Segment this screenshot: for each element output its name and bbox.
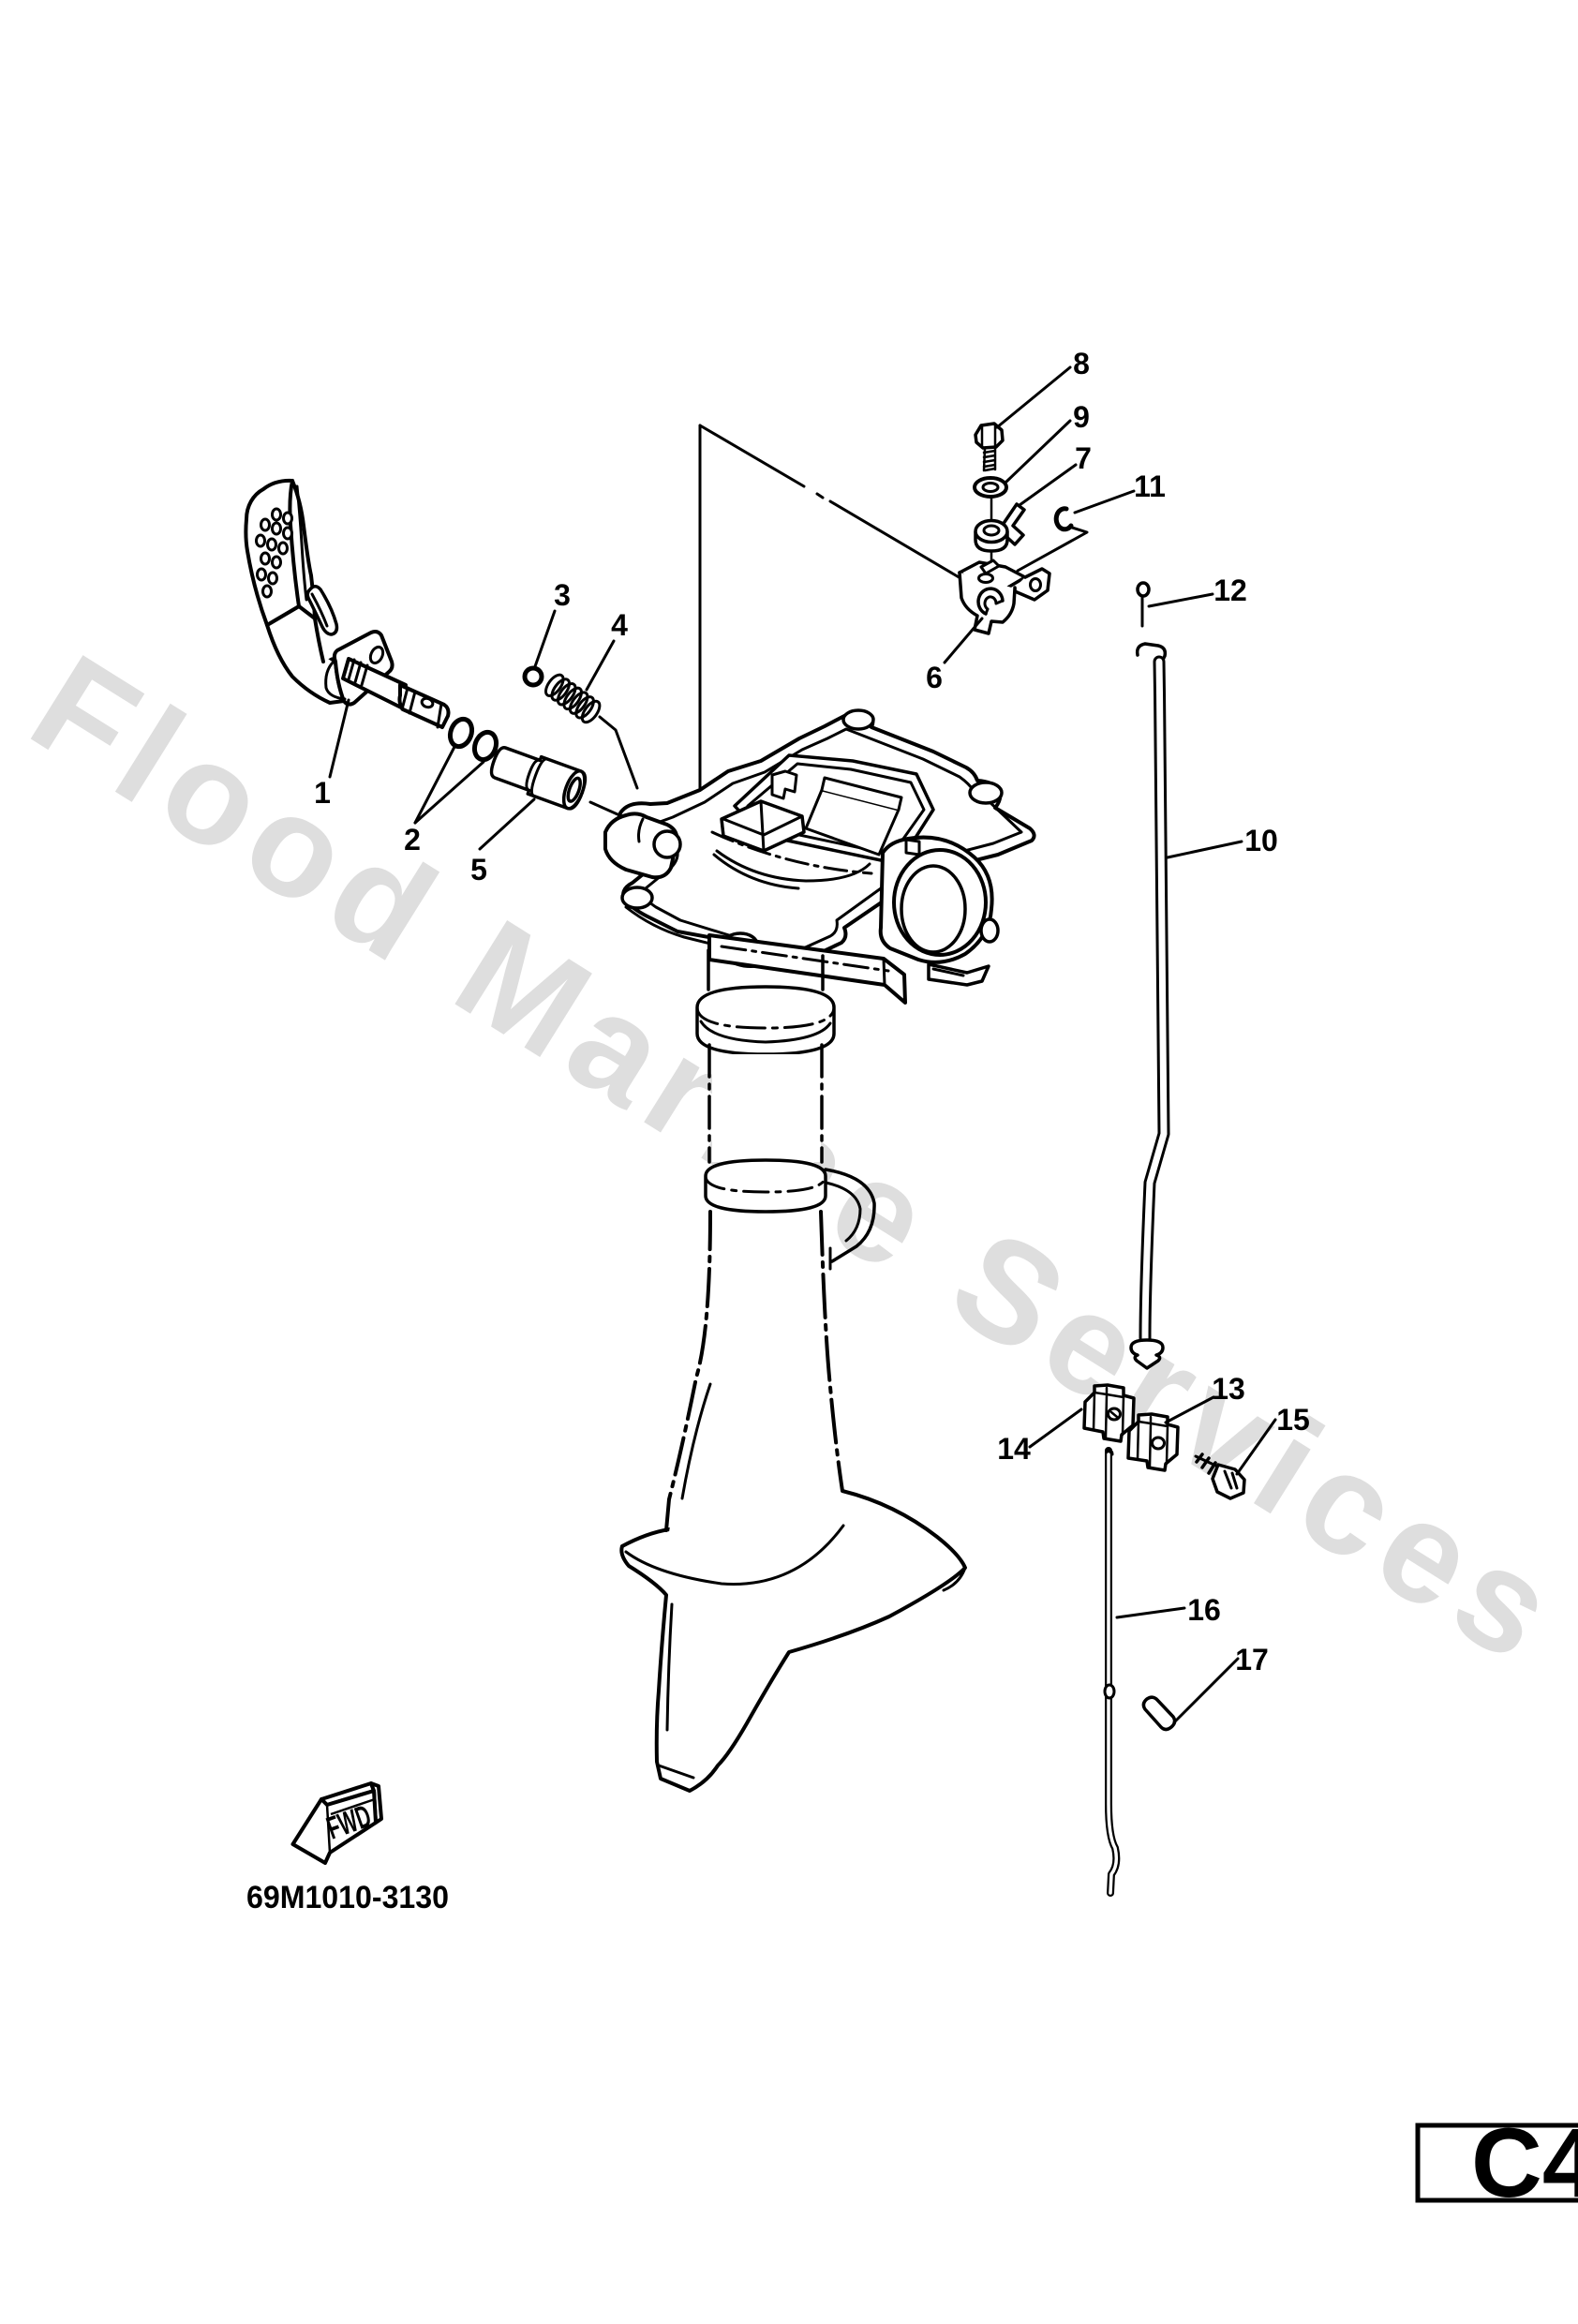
svg-text:6: 6: [926, 661, 943, 694]
svg-text:9: 9: [1073, 400, 1090, 434]
svg-text:4: 4: [611, 608, 628, 642]
svg-text:1: 1: [314, 776, 331, 810]
svg-text:13: 13: [1212, 1372, 1245, 1406]
svg-text:10: 10: [1244, 824, 1278, 857]
svg-text:12: 12: [1213, 574, 1247, 607]
svg-text:8: 8: [1073, 347, 1090, 380]
svg-text:2: 2: [404, 823, 421, 857]
svg-text:15: 15: [1276, 1403, 1310, 1437]
svg-text:17: 17: [1235, 1643, 1269, 1676]
svg-text:14: 14: [997, 1432, 1031, 1466]
svg-text:5: 5: [470, 853, 487, 886]
svg-text:69M1010-3130: 69M1010-3130: [246, 1880, 449, 1915]
svg-text:11: 11: [1134, 469, 1166, 503]
svg-text:3: 3: [554, 578, 571, 612]
svg-text:C4: C4: [1471, 2108, 1578, 2218]
svg-text:16: 16: [1187, 1593, 1221, 1627]
svg-text:7: 7: [1075, 441, 1092, 475]
